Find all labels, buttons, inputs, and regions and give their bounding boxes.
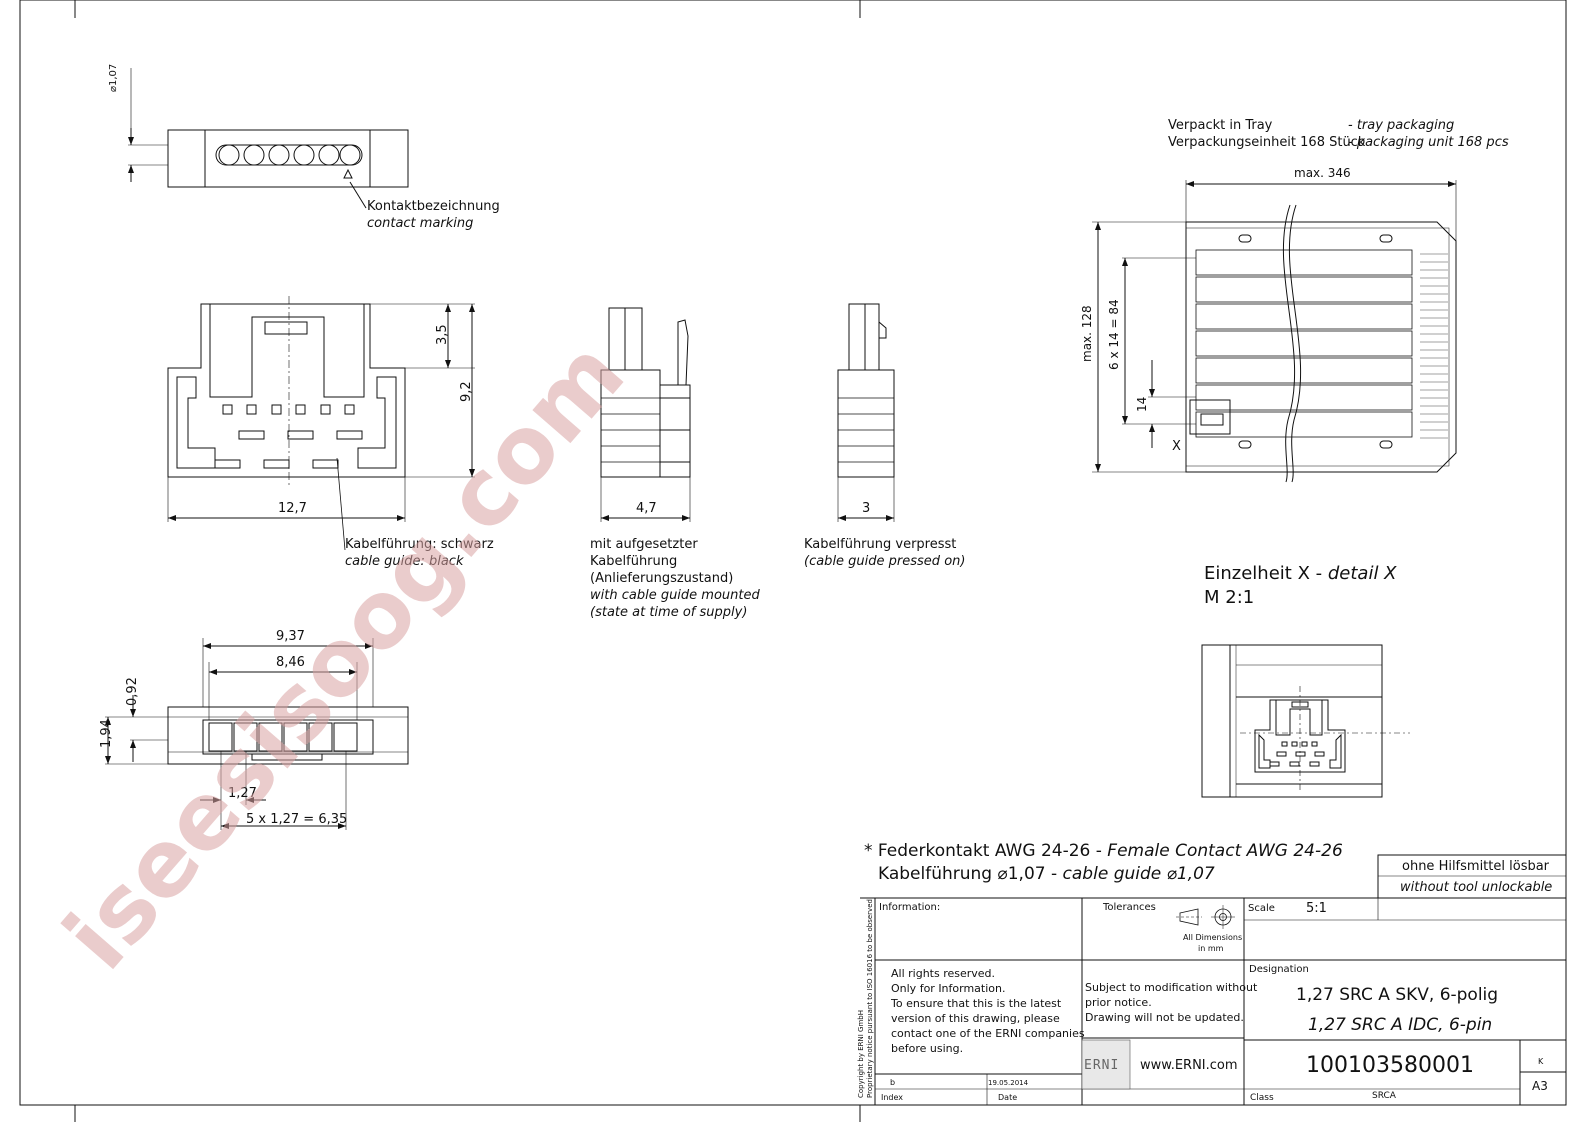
cable-guide-note: Kabelführung ⌀1,07 - cable guide ⌀1,07 [878, 864, 1215, 884]
scale-label: Scale [1248, 903, 1275, 914]
rights-line-2: Only for Information. [891, 982, 1006, 995]
rights-line-1: All rights reserved. [891, 967, 996, 980]
cable-guide-black-de: Kabelführung: schwarz [345, 537, 494, 552]
index-letter: b [890, 1078, 896, 1087]
detail-x-view [1201, 644, 1410, 798]
sheet-frame [19, 0, 1567, 1122]
tray-label-de: Verpackt in Tray [1168, 118, 1273, 133]
rev-letter: K [1538, 1057, 1544, 1066]
rights-line-5: contact one of the ERNI companies [891, 1027, 1085, 1040]
rights-line-6: before using. [891, 1042, 964, 1055]
title-block-grid [860, 854, 1567, 1105]
mounted-label-de-3: (Anlieferungszustand) [590, 571, 734, 586]
class-value: SRCA [1372, 1091, 1396, 1101]
subject-line-3: Drawing will not be updated. [1085, 1011, 1244, 1024]
subject-line-1: Subject to modification without [1085, 981, 1258, 994]
projection-circle-icon [1211, 905, 1235, 929]
dim-3: 3 [862, 501, 871, 516]
contact-marking-label-en: contact marking [367, 216, 474, 231]
unit-label-en: - packaging unit 168 pcs [1348, 135, 1509, 150]
in-mm-label: in mm [1198, 944, 1224, 953]
tray-label-en: - tray packaging [1348, 118, 1455, 133]
dim-0-92: 0,92 [125, 677, 140, 706]
designation-de: 1,27 SRC A SKV, 6-polig [1296, 985, 1499, 1005]
detail-scale: M 2:1 [1204, 587, 1255, 608]
mounted-label-de-2: Kabelführung [590, 554, 678, 569]
part-number: 100103580001 [1306, 1053, 1474, 1078]
detail-title: Einzelheit X - detail X [1204, 563, 1397, 584]
information-label: Information: [879, 902, 941, 913]
copyright-line-1: Copyright by ERNI GmbH [857, 1009, 865, 1098]
contact-holes [215, 144, 363, 166]
designation-en: 1,27 SRC A IDC, 6-pin [1308, 1015, 1493, 1035]
tolerances-label: Tolerances [1103, 902, 1156, 913]
rights-line-4: version of this drawing, please [891, 1012, 1060, 1025]
scale-value: 5:1 [1306, 901, 1327, 916]
side-view-mounted [600, 307, 691, 522]
contact-windows [214, 404, 363, 469]
dim-9-2: 9,2 [459, 381, 474, 402]
detail-marker-x: X [1172, 439, 1181, 454]
dim-diameter-107: ⌀1,07 [108, 63, 119, 92]
pressed-label-de: Kabelführung verpresst [804, 537, 957, 552]
dim-3-5: 3,5 [435, 324, 450, 345]
female-contact-note: * Federkontakt AWG 24-26 - Female Contac… [864, 841, 1343, 861]
dim-1-27: 1,27 [228, 786, 257, 801]
dim-8-46: 8,46 [276, 655, 305, 670]
front-view-connector [167, 296, 475, 551]
rights-line-3: To ensure that this is the latest [891, 997, 1062, 1010]
all-dimensions-label: All Dimensions [1183, 933, 1243, 942]
unlock-label-de: ohne Hilfsmittel lösbar [1402, 859, 1550, 874]
date-value: 19.05.2014 [988, 1079, 1029, 1087]
index-label: Index [881, 1093, 904, 1102]
bottom-view-connector [105, 638, 409, 830]
dim-1-94: 1,94 [99, 719, 114, 748]
dim-12-7: 12,7 [278, 501, 307, 516]
sheet-size: A3 [1532, 1079, 1548, 1093]
dim-max-128: max. 128 [1080, 305, 1094, 362]
mounted-label-en-2: (state at time of supply) [590, 605, 748, 620]
date-label: Date [998, 1093, 1018, 1102]
erni-logo: ERNI [1084, 1058, 1120, 1073]
bottom-cells [208, 722, 358, 752]
cable-guide-black-en: cable guide: black [345, 554, 464, 569]
side-view-pressed [837, 303, 895, 522]
projection-cone-icon [1176, 908, 1202, 926]
erni-website-link[interactable]: www.ERNI.com [1140, 1058, 1238, 1073]
class-label: Class [1250, 1093, 1274, 1103]
dim-max-346: max. 346 [1294, 166, 1351, 180]
copyright-line-2: Proprietary notice pursuant to ISO 16016… [866, 899, 874, 1098]
contact-marking-label-de: Kontaktbezeichnung [367, 199, 500, 214]
designation-label: Designation [1249, 964, 1309, 975]
subject-line-2: prior notice. [1085, 996, 1152, 1009]
dim-5x1-27: 5 x 1,27 = 6,35 [246, 812, 348, 827]
dim-4-7: 4,7 [636, 501, 657, 516]
tray-packaging [1092, 180, 1457, 483]
marker-triangle-icon [343, 168, 353, 179]
mounted-label-de-1: mit aufgesetzter [590, 537, 698, 552]
dim-6x14: 6 x 14 = 84 [1107, 299, 1121, 370]
pressed-label-en: (cable guide pressed on) [804, 554, 966, 569]
unlock-label-en: without tool unlockable [1400, 880, 1553, 895]
dim-14: 14 [1135, 396, 1149, 412]
top-view-connector [128, 68, 409, 209]
unit-label-de: Verpackungseinheit 168 Stück [1168, 135, 1366, 150]
dim-9-37: 9,37 [276, 629, 305, 644]
mounted-label-en-1: with cable guide mounted [590, 588, 760, 603]
